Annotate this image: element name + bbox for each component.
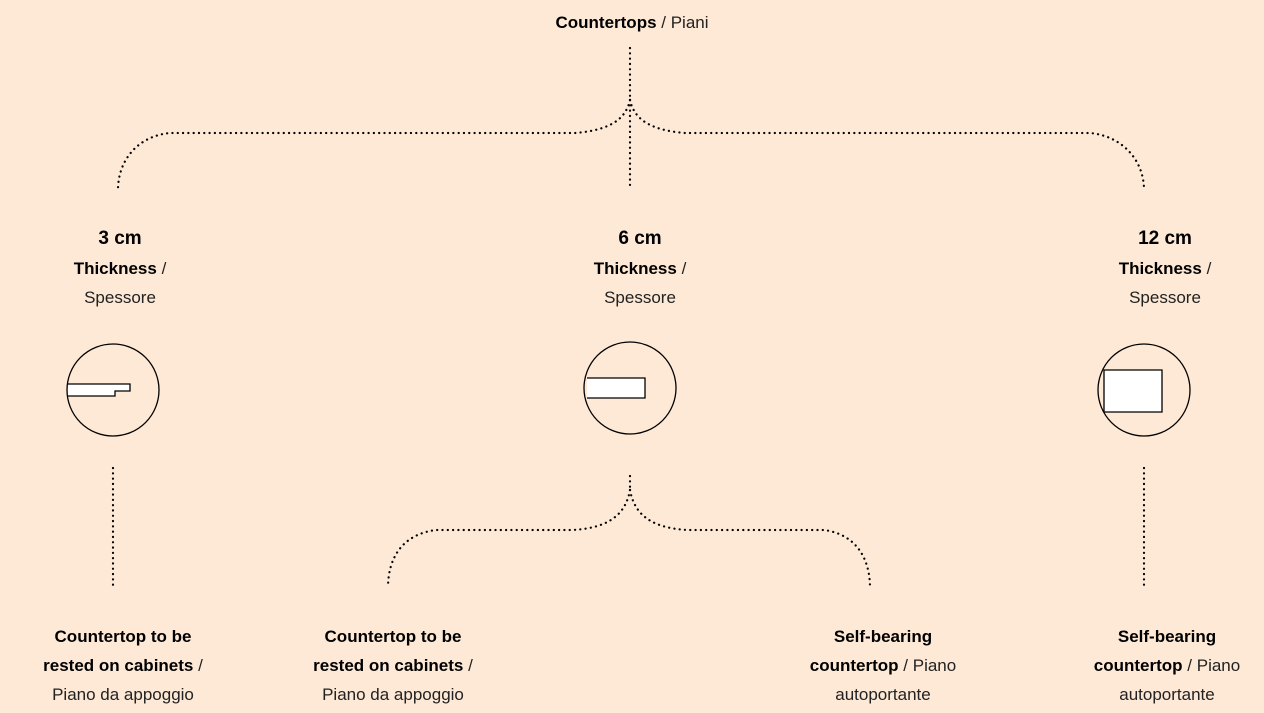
top-brace-right [628, 98, 1146, 192]
profile-12cm-icon [1097, 343, 1191, 437]
thickness-word: Thickness [593, 259, 677, 278]
leaf-selfbearing-6cm: Self-bearing countertop / Piano autoport… [768, 622, 998, 709]
root-label-rest: / Piani [656, 13, 709, 32]
thickness-6cm-label: 6 cm Thickness / Spessore [545, 224, 735, 312]
leaf-bold-1: Self-bearing [1117, 627, 1217, 646]
leaf-bold-1: Countertop to be [324, 627, 462, 646]
thickness-12cm-label: 12 cm Thickness / Spessore [1070, 224, 1260, 312]
lower-brace-right [628, 488, 872, 590]
thickness-word: Thickness [1118, 259, 1202, 278]
thickness-italian: Spessore [84, 288, 156, 307]
thickness-value: 12 cm [1138, 228, 1192, 249]
leaf-italian: autoportante [835, 685, 931, 704]
thickness-value: 3 cm [98, 228, 142, 249]
leaf-rest: / [193, 656, 203, 675]
lower-brace-left [386, 488, 632, 590]
thickness-value: 6 cm [618, 228, 662, 249]
leaf-italian: autoportante [1119, 685, 1215, 704]
leaf-rested-3cm: Countertop to be rested on cabinets / Pi… [8, 622, 238, 709]
leaf-bold-2: rested on cabinets [43, 656, 194, 675]
leaf-rest: / Piano [898, 656, 957, 675]
leaf-bold-2: countertop [809, 656, 899, 675]
profile-6cm-icon [583, 341, 677, 435]
leaf-italian: Piano da appoggio [52, 685, 194, 704]
leaf-selfbearing-12cm: Self-bearing countertop / Piano autoport… [1052, 622, 1264, 709]
thickness-italian: Spessore [604, 288, 676, 307]
thickness-word: Thickness [73, 259, 157, 278]
leaf-bold-2: rested on cabinets [313, 656, 464, 675]
root-label-bold: Countertops [555, 13, 657, 32]
top-brace-left [116, 98, 632, 192]
profile-3cm-icon [66, 343, 160, 437]
leaf-bold-1: Self-bearing [833, 627, 933, 646]
thickness-sep: / [1201, 259, 1212, 278]
leaf-rested-6cm: Countertop to be rested on cabinets / Pi… [278, 622, 508, 709]
leaf-bold-2: countertop [1093, 656, 1183, 675]
leaf-rest: / [463, 656, 473, 675]
leaf-italian: Piano da appoggio [322, 685, 464, 704]
leaf-rest: / Piano [1182, 656, 1241, 675]
leaf-bold-1: Countertop to be [54, 627, 192, 646]
thickness-sep: / [156, 259, 167, 278]
thickness-sep: / [676, 259, 687, 278]
root-label: Countertops / Piani [482, 8, 782, 37]
thickness-italian: Spessore [1129, 288, 1201, 307]
thickness-3cm-label: 3 cm Thickness / Spessore [25, 224, 215, 312]
